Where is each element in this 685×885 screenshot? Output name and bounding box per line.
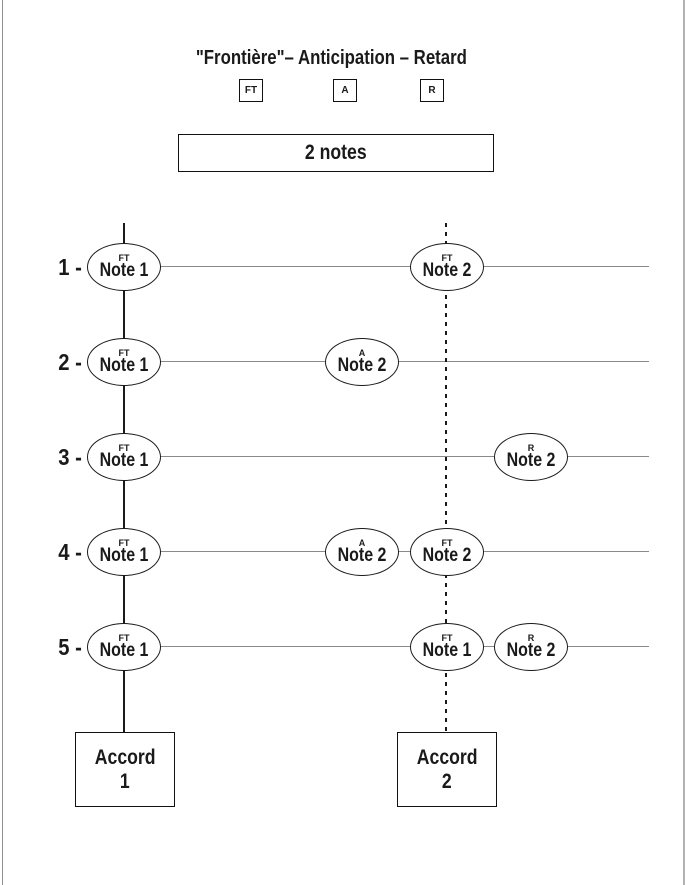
row-line-3 [124,456,649,457]
row-number-2: 2 - [58,349,82,375]
note-label: Note 1 [99,640,149,661]
note-label: Note 2 [337,545,387,566]
note-sup: FT [441,253,453,263]
chord-2-name: Accord [416,745,478,769]
note-label: Note 1 [99,450,149,471]
page-title: "Frontière"– Anticipation – Retard [130,47,533,70]
legend-box-ft: FT [239,79,263,102]
note-label: Note 1 [99,355,149,376]
note-label: Note 2 [337,355,387,376]
page-title-text: "Frontière"– Anticipation – Retard [195,47,468,69]
row-number-1: 1 - [58,254,82,280]
note-ellipse: A Note 2 [325,338,399,386]
note-label: Note 1 [99,545,149,566]
note-ellipse: FT Note 1 [87,433,161,481]
note-ellipse: R Note 2 [494,623,568,671]
note-label: Note 2 [422,545,472,566]
note-ellipse: FT Note 1 [87,528,161,576]
chord2-timeline-dashed-line [445,223,447,732]
note-sup: FT [118,348,130,358]
page-edge-right [683,0,685,885]
note-sup: FT [118,538,130,548]
note-sup: FT [118,633,130,643]
note-ellipse: FT Note 1 [87,243,161,291]
note-sup: R [527,633,535,643]
note-sup: R [527,443,535,453]
legend-ft-label: FT [244,85,258,96]
note-ellipse: FT Note 1 [87,338,161,386]
chord-1-name: Accord [94,745,156,769]
note-label: Note 1 [99,260,149,281]
chord-2-number: 2 [442,769,452,793]
note-ellipse: A Note 2 [325,528,399,576]
legend-box-a: A [333,79,357,102]
note-label: Note 2 [506,450,556,471]
note-sup: FT [118,253,130,263]
note-sup: FT [441,538,453,548]
note-ellipse: FT Note 2 [410,243,484,291]
chord-1-number: 1 [120,769,130,793]
legend-a-label: A [341,85,349,96]
note-ellipse: FT Note 1 [87,623,161,671]
note-ellipse: R Note 2 [494,433,568,481]
chord-box-1: Accord 1 [75,732,175,807]
note-sup: A [358,538,366,548]
note-label: Note 1 [422,640,472,661]
note-sup: FT [118,443,130,453]
row-number-3: 3 - [58,444,82,470]
note-sup: A [358,348,366,358]
note-sup: FT [441,633,453,643]
note-ellipse: FT Note 1 [410,623,484,671]
note-label: Note 2 [422,260,472,281]
legend-box-r: R [420,79,444,102]
row-number-4: 4 - [58,539,82,565]
page-edge-left [2,0,3,885]
row-number-5: 5 - [58,634,82,660]
legend-r-label: R [428,85,436,96]
note-label: Note 2 [506,640,556,661]
group-banner: 2 notes [178,134,494,172]
row-line-1 [124,266,649,267]
note-ellipse: FT Note 2 [410,528,484,576]
row-line-5 [124,646,649,647]
chord-box-2: Accord 2 [397,732,497,807]
group-banner-label: 2 notes [305,141,367,164]
